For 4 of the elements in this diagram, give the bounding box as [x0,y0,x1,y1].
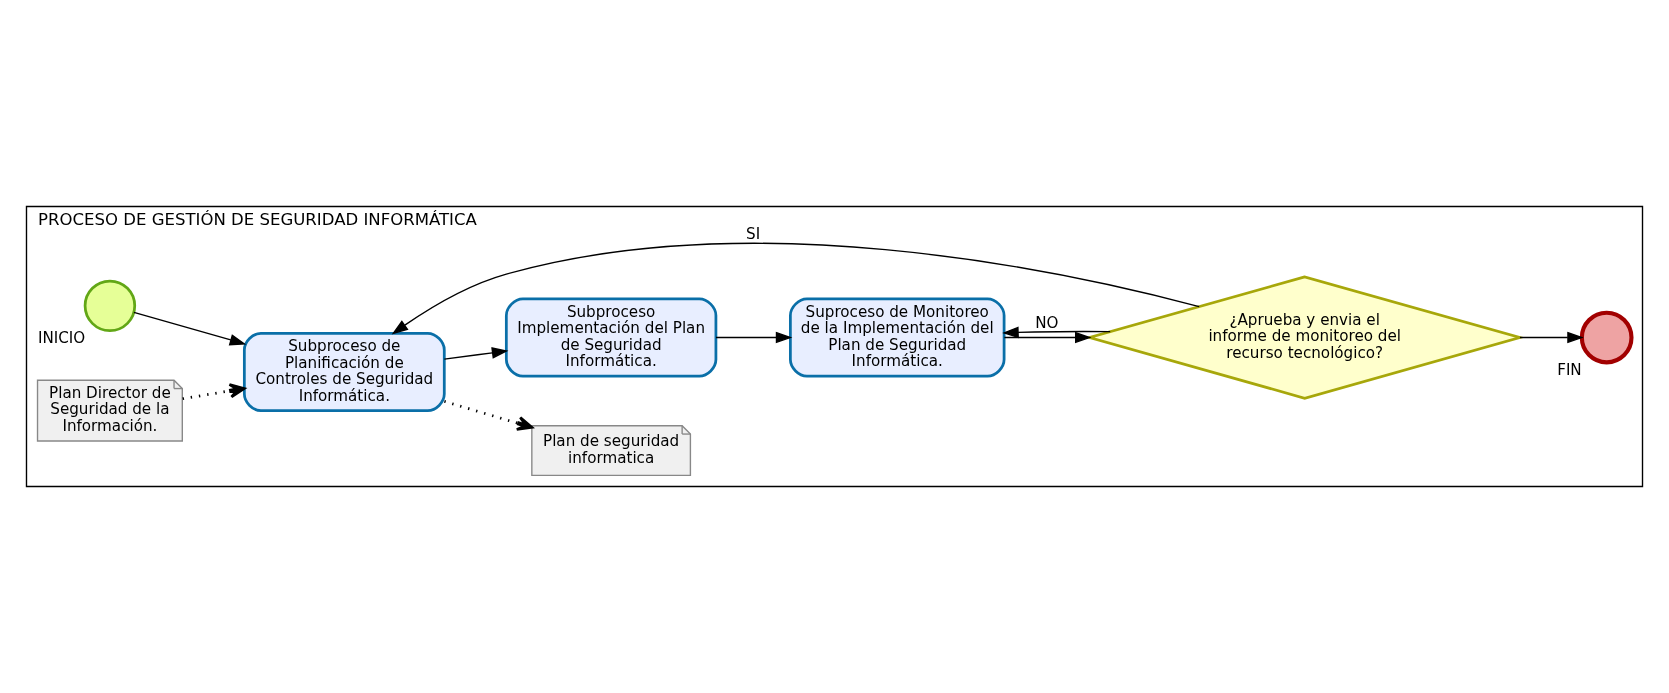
edge-label: SI [746,225,761,244]
node-label: FIN [1557,360,1582,379]
edge-label: NO [1035,313,1059,332]
node-label: INICIO [38,328,86,347]
